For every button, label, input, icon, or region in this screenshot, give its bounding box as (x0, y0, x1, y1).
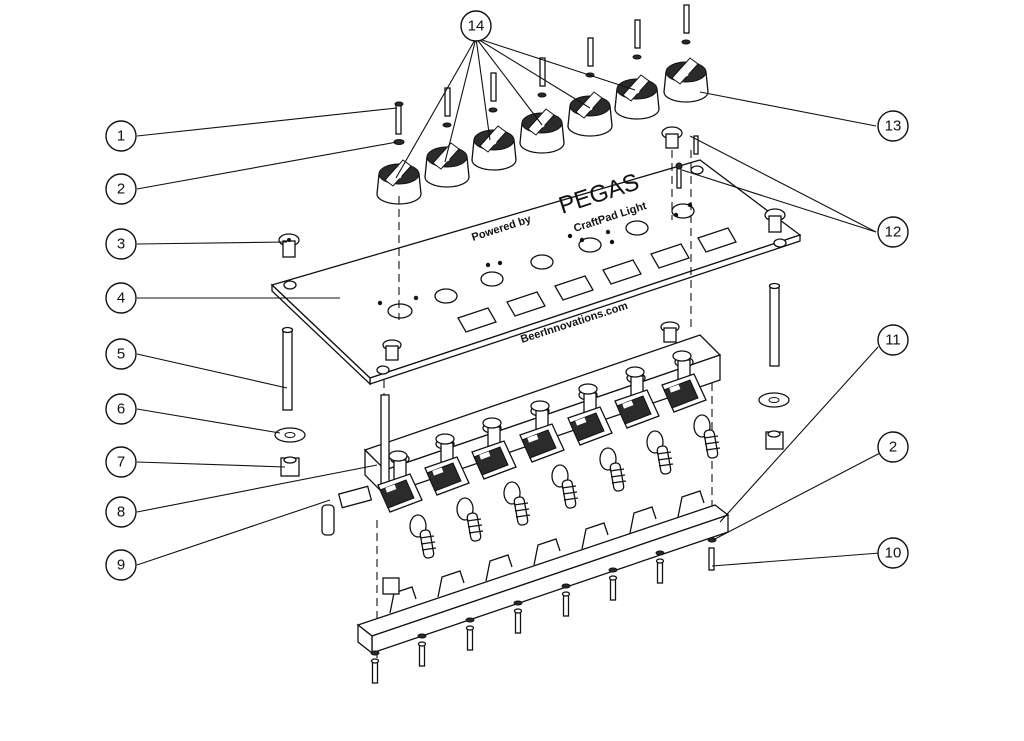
callout-c2b: 2 (877, 431, 909, 463)
callout-number: 6 (117, 401, 125, 418)
callout-c3: 3 (105, 228, 137, 260)
knob-row (376, 57, 709, 205)
callout-circle (105, 120, 137, 152)
callout-circle (105, 228, 137, 260)
knob (424, 142, 470, 188)
callout-c11: 11 (877, 324, 909, 356)
callout-number: 10 (885, 545, 902, 562)
right-loose-parts (707, 282, 790, 571)
callout-circle (105, 446, 137, 478)
callout-c1: 1 (105, 120, 137, 152)
ball-valve (424, 433, 484, 542)
hose-barb-inlet (321, 485, 373, 536)
callout-circle (105, 496, 137, 528)
callout-circle (877, 431, 909, 463)
callout-number: 5 (117, 346, 125, 363)
knob-large (663, 57, 709, 103)
bottom-bracket (356, 490, 730, 655)
callout-c4: 4 (105, 282, 137, 314)
callout-c2: 2 (105, 173, 137, 205)
callout-number: 12 (885, 224, 902, 241)
callout-c14: 14 (460, 10, 492, 42)
top-standoffs (278, 4, 786, 258)
callout-number: 11 (885, 332, 901, 349)
callout-number: 4 (117, 290, 125, 307)
callout-number: 14 (468, 18, 485, 35)
callout-c6: 6 (105, 393, 137, 425)
callout-circle (877, 324, 909, 356)
callout-number: 13 (885, 118, 902, 135)
callout-c10: 10 (877, 537, 909, 569)
knob (376, 159, 422, 205)
ball-valves (377, 350, 721, 559)
callout-circle (877, 216, 909, 248)
left-loose-parts (274, 326, 306, 477)
callout-c13: 13 (877, 110, 909, 142)
ball-valve (567, 383, 627, 492)
callout-c9: 9 (105, 549, 137, 581)
callout-circle (105, 173, 137, 205)
callout-number: 1 (117, 128, 125, 145)
ball-valve (377, 450, 437, 559)
callout-circle (877, 537, 909, 569)
callout-circle (105, 549, 137, 581)
callout-number: 9 (117, 557, 125, 574)
knob (614, 74, 660, 120)
callout-c8: 8 (105, 496, 137, 528)
callout-c5: 5 (105, 338, 137, 370)
ball-valve (471, 417, 531, 526)
knob (471, 125, 517, 171)
callout-number: 7 (117, 454, 125, 471)
callout-circle (877, 110, 909, 142)
callout-circle (105, 282, 137, 314)
callout-number: 8 (117, 504, 125, 521)
knob (519, 108, 565, 154)
bottom-screws (370, 550, 665, 684)
ball-valve (614, 366, 674, 475)
callout-number: 3 (117, 236, 125, 253)
callout-circle (105, 338, 137, 370)
ball-valve (519, 400, 579, 509)
callout-circle (105, 393, 137, 425)
ball-valve (661, 350, 721, 459)
callout-circle (460, 10, 492, 42)
knob (567, 91, 613, 137)
front-panel: Powered by PEGAS CraftPad Light BeerInno… (270, 159, 802, 386)
callout-number: 2 (117, 181, 125, 198)
callout-c7: 7 (105, 446, 137, 478)
callout-number: 2 (889, 439, 897, 456)
callout-c12: 12 (877, 216, 909, 248)
